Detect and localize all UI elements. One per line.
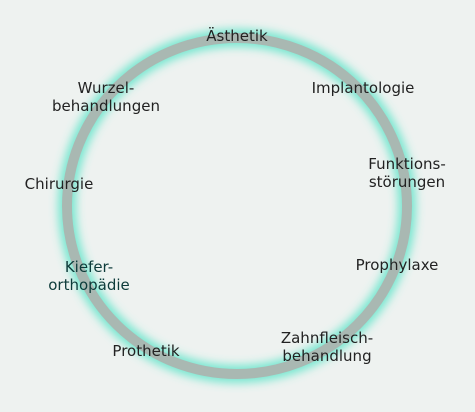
- topic-prophylaxe-line1: Prophylaxe: [355, 256, 439, 274]
- topic-funktionsstoerungen-line2: störungen: [368, 173, 446, 191]
- topic-aesthetik-line1: Ästhetik: [206, 27, 268, 45]
- topic-zahnfleischbehandlung-line2: behandlung: [282, 347, 372, 365]
- topic-wurzelbehandlungen-line1: Wurzel-: [77, 79, 135, 97]
- topic-chirurgie-line1: Chirurgie: [24, 175, 94, 193]
- topic-wurzelbehandlungen[interactable]: Wurzel- behandlungen: [36, 79, 176, 115]
- topic-funktionsstoerungen-line1: Funktions-: [368, 155, 446, 173]
- topic-aesthetik[interactable]: Ästhetik: [192, 27, 282, 45]
- topic-zahnfleischbehandlung[interactable]: Zahnfleisch- behandlung: [266, 329, 388, 365]
- topic-kieferorthopaedie[interactable]: Kiefer- orthopädie: [38, 258, 140, 294]
- topic-kieferorthopaedie-line1: Kiefer-: [64, 258, 114, 276]
- topic-chirurgie[interactable]: Chirurgie: [12, 175, 106, 193]
- topic-kieferorthopaedie-line2: orthopädie: [48, 276, 130, 294]
- topic-funktionsstoerungen[interactable]: Funktions- störungen: [352, 155, 462, 191]
- topic-implantologie-line1: Implantologie: [311, 79, 415, 97]
- topic-prothetik-line1: Prothetik: [112, 342, 180, 360]
- ring: [62, 33, 412, 379]
- topic-prophylaxe[interactable]: Prophylaxe: [341, 256, 453, 274]
- topic-implantologie[interactable]: Implantologie: [296, 79, 430, 97]
- topic-wurzelbehandlungen-line2: behandlungen: [52, 97, 160, 115]
- topic-zahnfleischbehandlung-line1: Zahnfleisch-: [280, 329, 374, 347]
- topic-prothetik[interactable]: Prothetik: [100, 342, 192, 360]
